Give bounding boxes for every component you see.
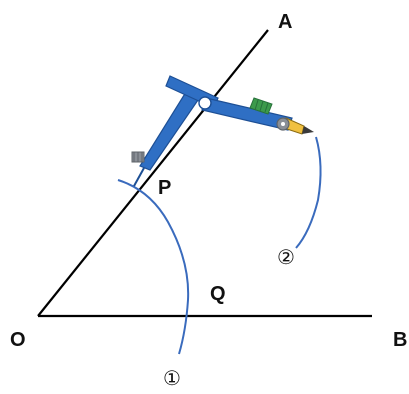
label-point-a: A [278, 11, 292, 33]
arc-step-1 [117, 179, 190, 355]
step-marker-2: ② [277, 245, 295, 269]
label-point-b: B [393, 329, 407, 351]
drawing-compass-icon [131, 75, 314, 187]
label-point-o: O [10, 329, 26, 351]
ray-oa [37, 29, 269, 317]
arc-step-2 [295, 136, 322, 249]
label-point-q: Q [210, 283, 226, 305]
step-marker-1: ① [163, 366, 181, 390]
label-point-p: P [158, 177, 171, 199]
